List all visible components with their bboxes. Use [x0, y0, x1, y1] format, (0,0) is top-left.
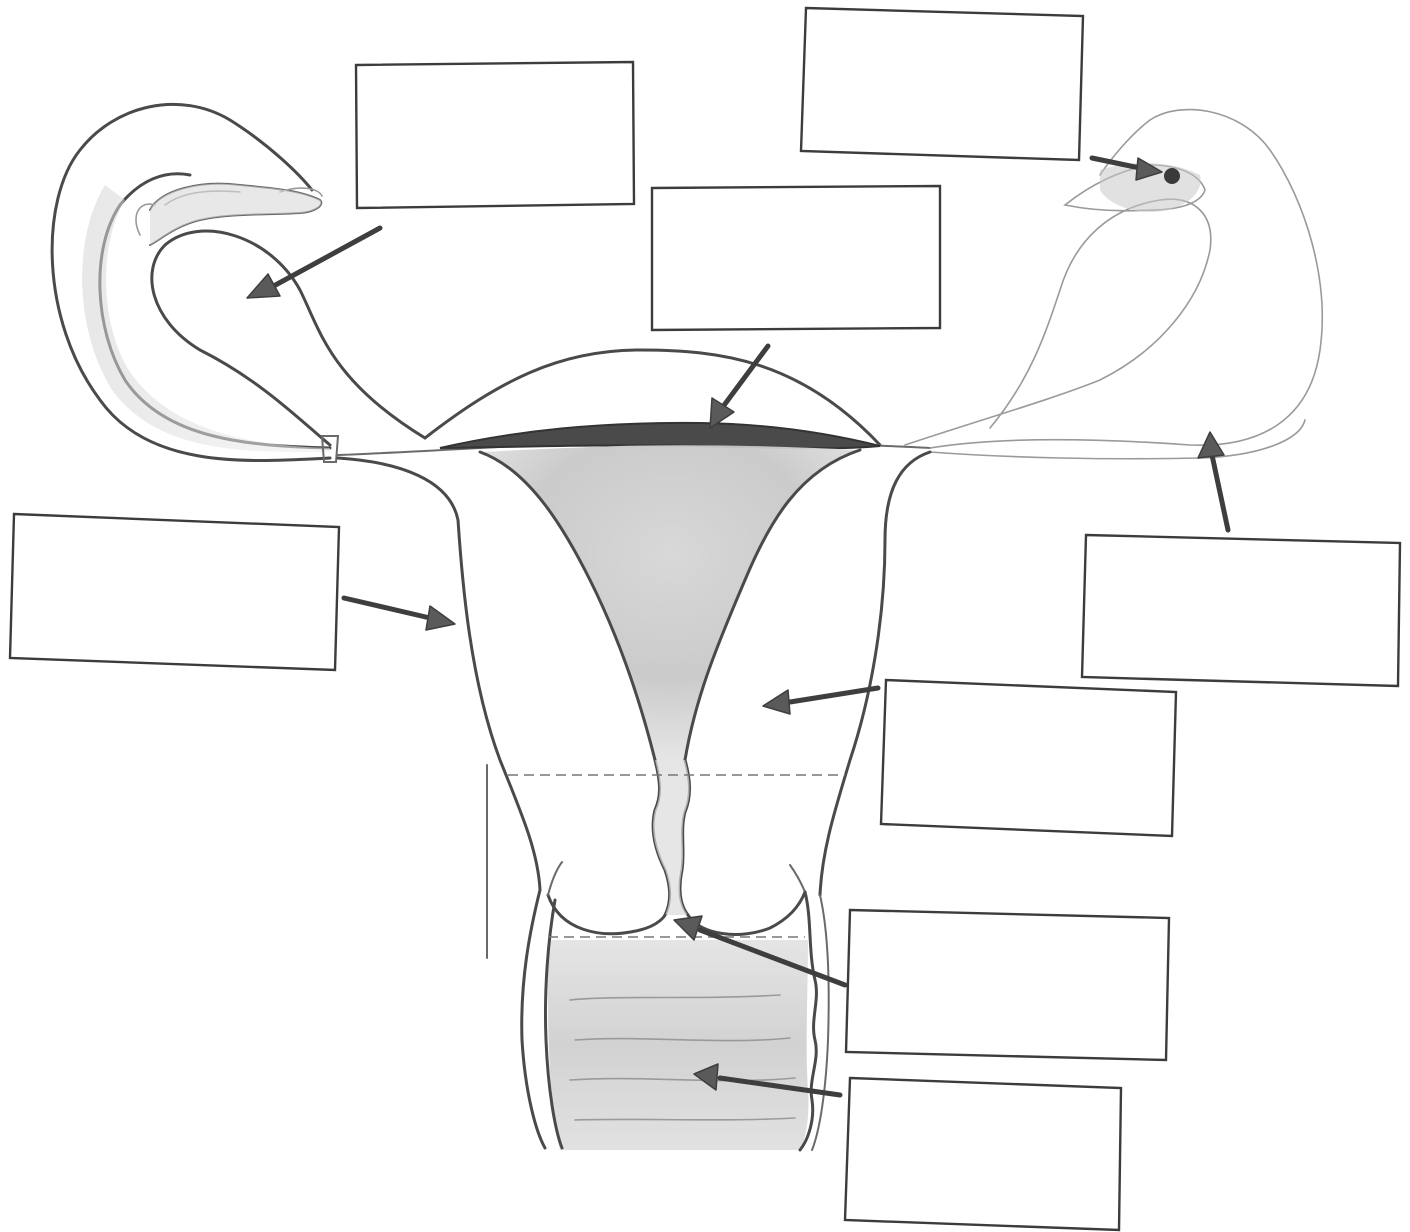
uterus-body [338, 445, 930, 895]
label-box-cervix[interactable] [846, 910, 1169, 1060]
label-box-vagina[interactable] [845, 1078, 1121, 1230]
label-box-egg[interactable] [801, 8, 1083, 160]
label-box-myometrium[interactable] [881, 680, 1176, 836]
arrow-to-myometrium [763, 688, 878, 714]
arrow-to-fallopian-tube [1198, 432, 1228, 530]
arrow-to-uterine-wall [344, 598, 455, 630]
fundus [338, 350, 930, 455]
egg-cell [1164, 168, 1180, 184]
label-box-endometrium[interactable] [652, 186, 940, 330]
uterine-cavity [480, 445, 860, 760]
right-fallopian-tube [930, 110, 1322, 459]
label-box-ovary[interactable] [356, 62, 634, 208]
label-box-fallopian-tube[interactable] [1082, 535, 1400, 686]
endometrium-lining [440, 423, 880, 448]
left-fallopian-tube [52, 104, 330, 460]
arrow-to-ovary [247, 228, 380, 298]
cervix [548, 760, 805, 934]
right-ovary [905, 163, 1211, 445]
vagina [522, 890, 829, 1150]
label-box-uterine-wall[interactable] [10, 514, 339, 670]
left-ovary [152, 231, 425, 445]
